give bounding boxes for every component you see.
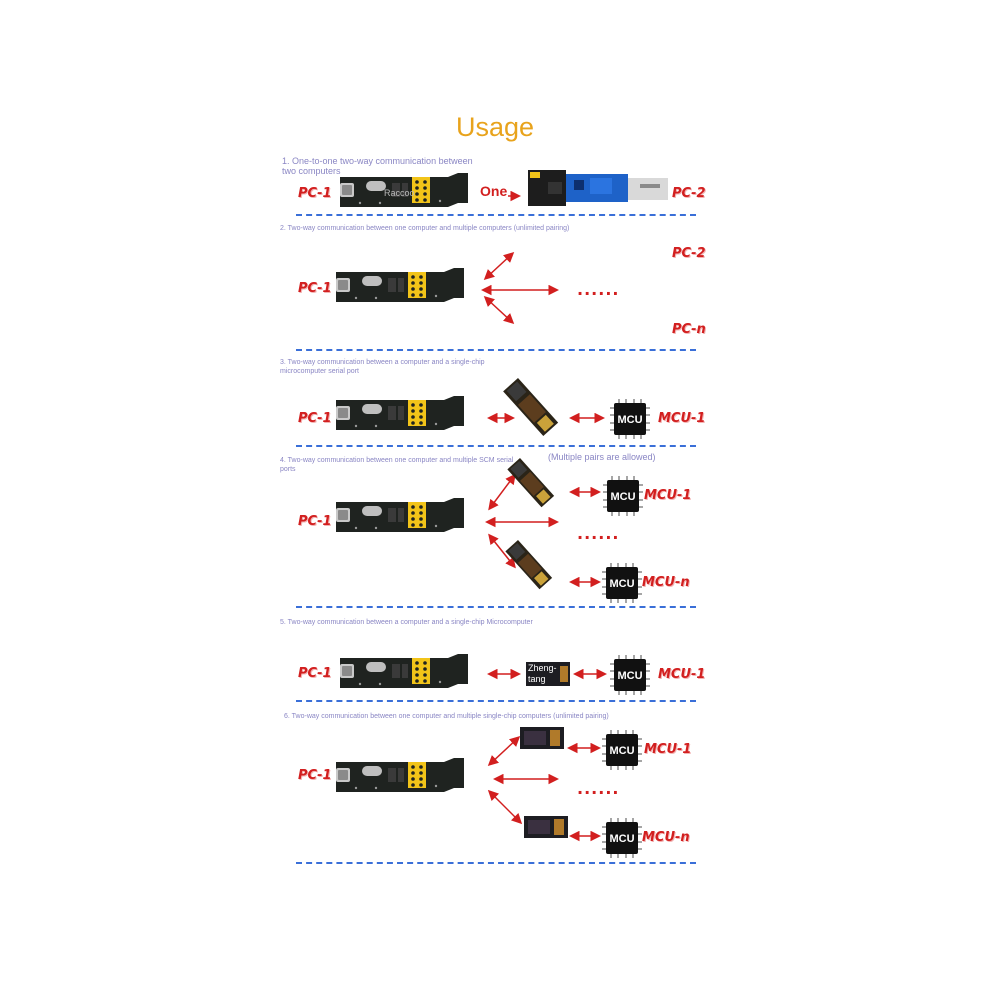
ellipsis-dots: ...... xyxy=(577,524,620,543)
pc-2-label: PC-2 xyxy=(672,246,706,261)
section-divider xyxy=(296,214,696,216)
pc-1-usb-adapter-board xyxy=(336,396,464,430)
page-title: Usage xyxy=(455,112,535,142)
mcu-chip-text: MCU xyxy=(610,491,635,503)
section-2-caption: 2. Two-way communication between one com… xyxy=(280,225,570,232)
mcu-chip-text: MCU xyxy=(617,670,642,682)
pc-1-usb-adapter-board xyxy=(336,758,464,792)
ellipsis-dots: ...... xyxy=(577,779,620,798)
arrow xyxy=(483,295,515,325)
section-1-caption: 1. One-to-one two-way communication betw… xyxy=(282,156,473,176)
module-text-line-1: Zheng- xyxy=(528,663,557,673)
pc-1-label: PC-1 xyxy=(298,666,332,681)
arrow xyxy=(488,533,516,569)
pc-1-label: PC-1 xyxy=(298,411,332,426)
ellipsis-dots: ...... xyxy=(577,280,620,299)
mcu-1-label: MCU-1 xyxy=(658,411,706,426)
pc-1-label: PC-1 xyxy=(298,514,332,529)
section-divider xyxy=(296,445,696,447)
mcu-1-label: MCU-1 xyxy=(644,488,692,503)
section-5-caption: 5. Two-way communication between a compu… xyxy=(280,619,533,626)
pc-2-usb-rf-module xyxy=(528,170,668,206)
section-3-caption: 3. Two-way communication between a compu… xyxy=(280,359,485,375)
rf-module xyxy=(507,458,555,508)
section-divider xyxy=(296,349,696,351)
pc-2-label: PC-2 xyxy=(672,186,706,201)
pc-1-label: PC-1 xyxy=(298,768,332,783)
pc-n-label: PC-n xyxy=(672,322,706,337)
section-divider xyxy=(296,606,696,608)
section-6-caption: 6. Two-way communication between one com… xyxy=(284,713,609,720)
pc-1-usb-adapter-board xyxy=(336,268,464,302)
mcu-chip-text: MCU xyxy=(609,578,634,590)
section-divider xyxy=(296,862,696,864)
one-label: One xyxy=(480,183,508,199)
mcu-1-label: MCU-1 xyxy=(658,667,706,682)
rf-module xyxy=(503,378,559,436)
board-text: Raccoo xyxy=(384,188,415,198)
mcu-chip-text: MCU xyxy=(617,414,642,426)
module-text-line-2: tang xyxy=(528,674,546,684)
rf-module xyxy=(524,816,568,838)
multiple-pairs-note: (Multiple pairs are allowed) xyxy=(548,452,656,462)
section-4-caption: 4. Two-way communication between one com… xyxy=(280,457,514,473)
rf-module xyxy=(520,727,564,749)
section-divider xyxy=(296,700,696,702)
mcu-1-label: MCU-1 xyxy=(644,742,692,757)
arrow xyxy=(488,473,516,511)
mcu-chip-text: MCU xyxy=(609,745,634,757)
pc-1-label: PC-1 xyxy=(298,186,332,201)
mcu-chip-text: MCU xyxy=(609,833,634,845)
rf-module xyxy=(526,662,570,686)
arrow xyxy=(487,735,521,767)
arrow xyxy=(487,789,523,825)
arrow xyxy=(483,251,515,281)
pc-1-usb-adapter-board xyxy=(340,654,468,688)
mcu-n-label: MCU-n xyxy=(642,575,690,590)
pc-1-usb-adapter-board xyxy=(336,498,464,532)
pc-1-label: PC-1 xyxy=(298,281,332,296)
mcu-n-label: MCU-n xyxy=(642,830,690,845)
